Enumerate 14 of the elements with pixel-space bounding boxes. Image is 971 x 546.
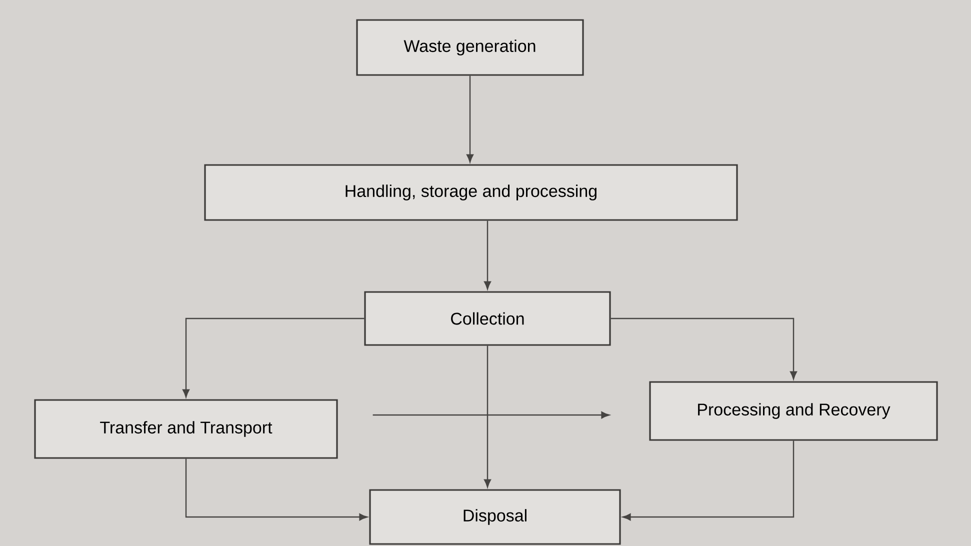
process-box: Waste generation [356, 19, 584, 76]
process-box: Disposal [369, 489, 621, 545]
process-box: Handling, storage and processing [204, 164, 738, 221]
arrow [185, 458, 368, 521]
arrow [484, 346, 492, 488]
process-box: Collection [364, 291, 611, 346]
process-box: Transfer and Transport [34, 399, 338, 459]
arrow [484, 220, 492, 290]
arrow [466, 76, 474, 162]
arrow [622, 440, 794, 521]
arrow [372, 411, 610, 419]
arrow [610, 318, 798, 380]
arrow [182, 318, 364, 398]
process-box: Processing and Recovery [649, 381, 938, 441]
